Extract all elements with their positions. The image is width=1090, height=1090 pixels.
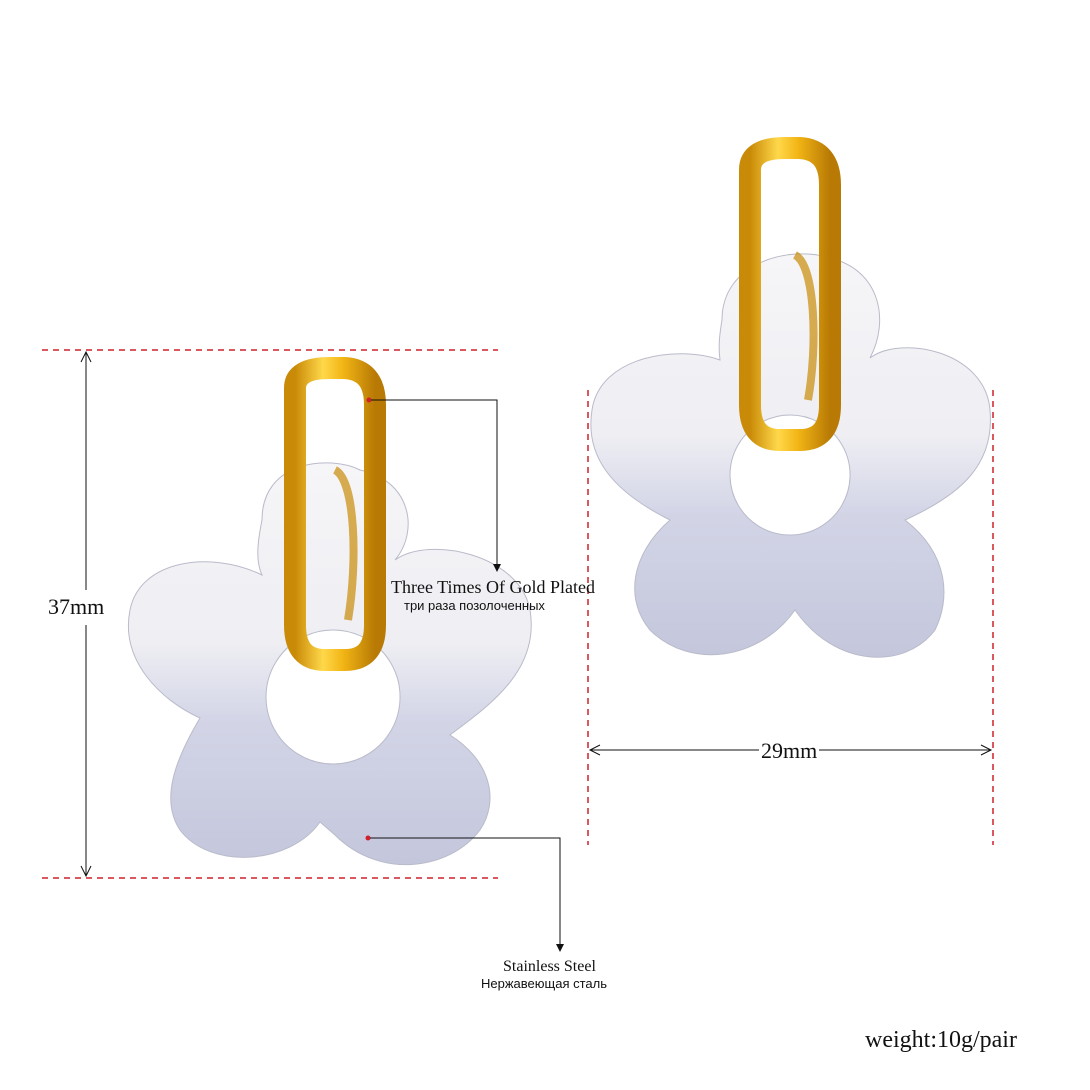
gold-plating-label: Three Times Of Gold Plated: [391, 577, 595, 597]
steel-callout: [365, 835, 564, 952]
right-earring: [590, 137, 991, 658]
left-flower-pendant: [128, 462, 532, 866]
stainless-steel-label-ru: Нержавеющая сталь: [481, 976, 607, 991]
weight-label: weight:10g/pair: [865, 1027, 1017, 1053]
gold-plating-label-ru: три раза позолоченных: [404, 598, 545, 613]
left-gold-hoop: [284, 357, 386, 671]
height-dimension: [42, 349, 498, 879]
width-label: 29mm: [759, 738, 820, 764]
right-flower-pendant: [590, 253, 991, 658]
stainless-steel-label: Stainless Steel: [503, 958, 596, 975]
gold-callout: [366, 397, 501, 572]
height-label: 37mm: [48, 594, 105, 619]
left-earring: [128, 357, 532, 866]
right-gold-hoop: [739, 137, 841, 451]
